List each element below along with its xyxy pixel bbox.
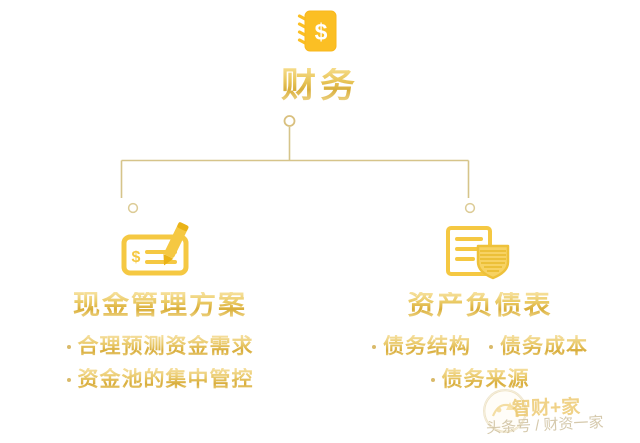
svg-text:$: $ [315,19,328,45]
branch-title: 资产负债表 [407,290,553,320]
watermark: 智财+家 头条号 / 财资一家 [484,390,640,443]
bullet-list: 债务结构 债务成本 债务来源 [372,335,588,392]
bullet-dot-icon [66,345,71,350]
cheque-pen-icon: $ [117,222,203,280]
bullet-row: 合理预测资金需求 [66,335,254,359]
list-item-label: 债务来源 [441,368,530,392]
list-item-label: 债务结构 [383,335,471,358]
watermark-logo-icon [484,390,526,432]
root-title: 财务 [280,66,359,105]
bullet-row: 债务来源 [372,368,588,392]
list-item: 资金池的集中管控 [66,368,254,392]
list-item-label: 债务成本 [500,335,588,358]
bullet-list: 合理预测资金需求 资金池的集中管控 [66,335,254,392]
bullet-row: 债务结构 债务成本 [372,335,588,359]
list-item: 合理预测资金需求 [66,335,254,359]
branch-balance-sheet[interactable]: 资产负债表 债务结构 债务成本 债务来源 [320,222,640,392]
ledger-dollar-icon: $ [294,6,346,56]
bullet-dot-icon [372,345,376,350]
bullet-dot-icon [430,378,435,383]
svg-text:$: $ [132,249,141,266]
list-item: 债务来源 [430,368,530,392]
branch-title: 现金管理方案 [73,290,247,320]
branch-cash-management[interactable]: $ 现金管理方案 合理预测资金需求 [0,222,320,392]
list-item: 债务结构 [372,335,471,359]
root-node: $ 财务 [0,6,640,103]
bullet-dot-icon [66,378,71,383]
list-item: 债务成本 [489,335,588,359]
list-item-label: 资金池的集中管控 [77,368,254,392]
list-item-label: 合理预测资金需求 [77,335,254,358]
document-shield-icon [440,222,520,280]
bullet-row: 资金池的集中管控 [66,368,254,392]
bullet-dot-icon [489,345,493,350]
